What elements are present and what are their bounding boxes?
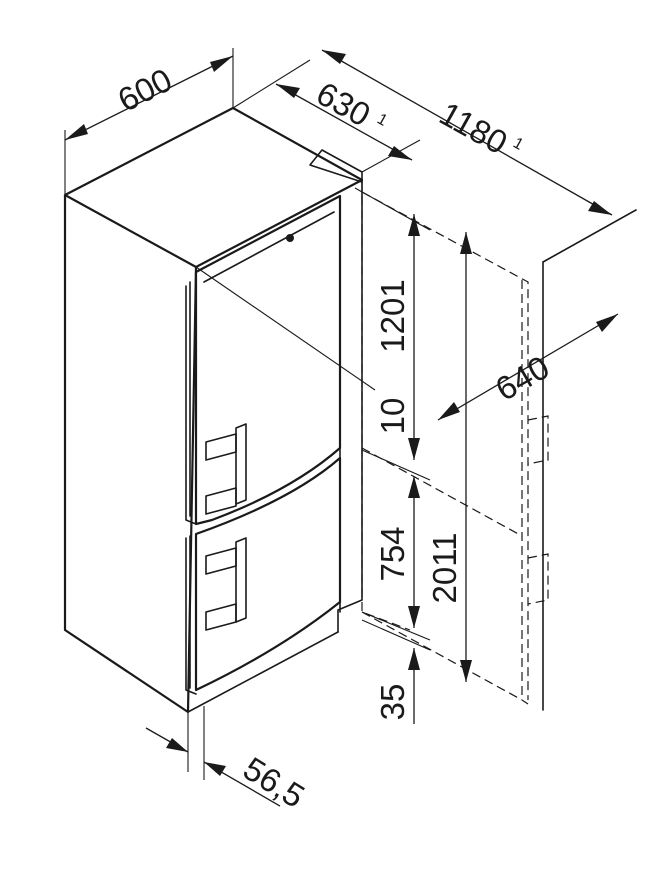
dimension-lines xyxy=(64,49,619,807)
wall-back-inner xyxy=(521,280,529,705)
ext-mid-h xyxy=(361,449,431,481)
fridge-handle-mount-top xyxy=(205,433,237,461)
dim-door-open-line xyxy=(321,49,613,216)
arrow xyxy=(408,476,420,498)
side-face xyxy=(63,195,198,714)
arrow xyxy=(210,56,233,72)
arrow xyxy=(408,438,420,460)
dimension-labels: 600 630 1 1180 1 640 1201 10 754 2011 35… xyxy=(112,61,555,815)
arrow xyxy=(438,402,460,420)
fridge-door-top-lip xyxy=(203,211,335,283)
label-door-open: 1180 xyxy=(434,95,514,162)
dim-clearance-line xyxy=(437,313,619,421)
fridge-handle-mount-bottom xyxy=(205,487,237,515)
label-freezer-height: 754 xyxy=(374,526,411,581)
label-door-offset: 56,5 xyxy=(237,750,311,815)
freezer-door-outline xyxy=(194,456,342,692)
freezer-door-side xyxy=(185,537,197,695)
label-door-open-footnote: 1 xyxy=(510,135,526,154)
bottom-edge xyxy=(187,631,339,713)
fridge-door-side xyxy=(185,285,197,525)
wall-mid-line xyxy=(361,447,523,537)
arrow xyxy=(166,738,188,752)
label-plinth: 35 xyxy=(374,684,411,721)
dim-depth-line xyxy=(275,83,413,161)
fridge-door-outline xyxy=(194,194,342,526)
arrow xyxy=(408,648,420,670)
freezer-handle-mount-top xyxy=(205,547,237,575)
arrow xyxy=(408,606,420,628)
bracket-lower xyxy=(527,553,549,605)
wall-outline xyxy=(361,182,637,711)
arrow xyxy=(204,762,226,776)
fridge-handle xyxy=(235,423,247,505)
label-depth: 630 xyxy=(311,74,377,133)
front-edge xyxy=(337,179,363,633)
label-fridge-height: 1201 xyxy=(374,279,411,352)
ext-door-open xyxy=(542,209,637,263)
ext-diagonal xyxy=(195,266,376,391)
arrow xyxy=(588,201,612,215)
dim-width-line xyxy=(64,55,234,141)
arrow xyxy=(276,84,300,98)
label-depth-footnote: 1 xyxy=(374,111,390,130)
ext-floor-h xyxy=(361,619,431,651)
freezer-handle xyxy=(235,537,247,623)
label-gap: 10 xyxy=(374,398,411,435)
arrow xyxy=(596,314,618,332)
freezer-door xyxy=(185,456,342,695)
indicator-dot xyxy=(286,234,294,242)
label-total-height: 2011 xyxy=(426,533,463,604)
arrow xyxy=(65,124,88,140)
bracket-upper xyxy=(527,415,549,465)
ext-depth-left xyxy=(232,59,311,109)
arrow xyxy=(322,50,346,64)
freezer-handle-mount-bottom xyxy=(205,603,237,631)
arrow xyxy=(460,232,472,254)
top-face xyxy=(63,106,364,269)
wall-floor-line xyxy=(361,611,523,701)
arrow xyxy=(388,146,412,160)
arrow xyxy=(460,660,472,682)
wall-front-edge xyxy=(361,182,411,631)
label-width: 600 xyxy=(112,61,178,119)
wall-back-edge xyxy=(361,191,529,700)
appliance-body xyxy=(63,106,364,714)
ext-top-h xyxy=(354,187,431,231)
fridge-door xyxy=(185,194,342,526)
arrow xyxy=(408,214,420,236)
extension-lines xyxy=(64,48,637,780)
ext-low-h xyxy=(361,611,431,641)
